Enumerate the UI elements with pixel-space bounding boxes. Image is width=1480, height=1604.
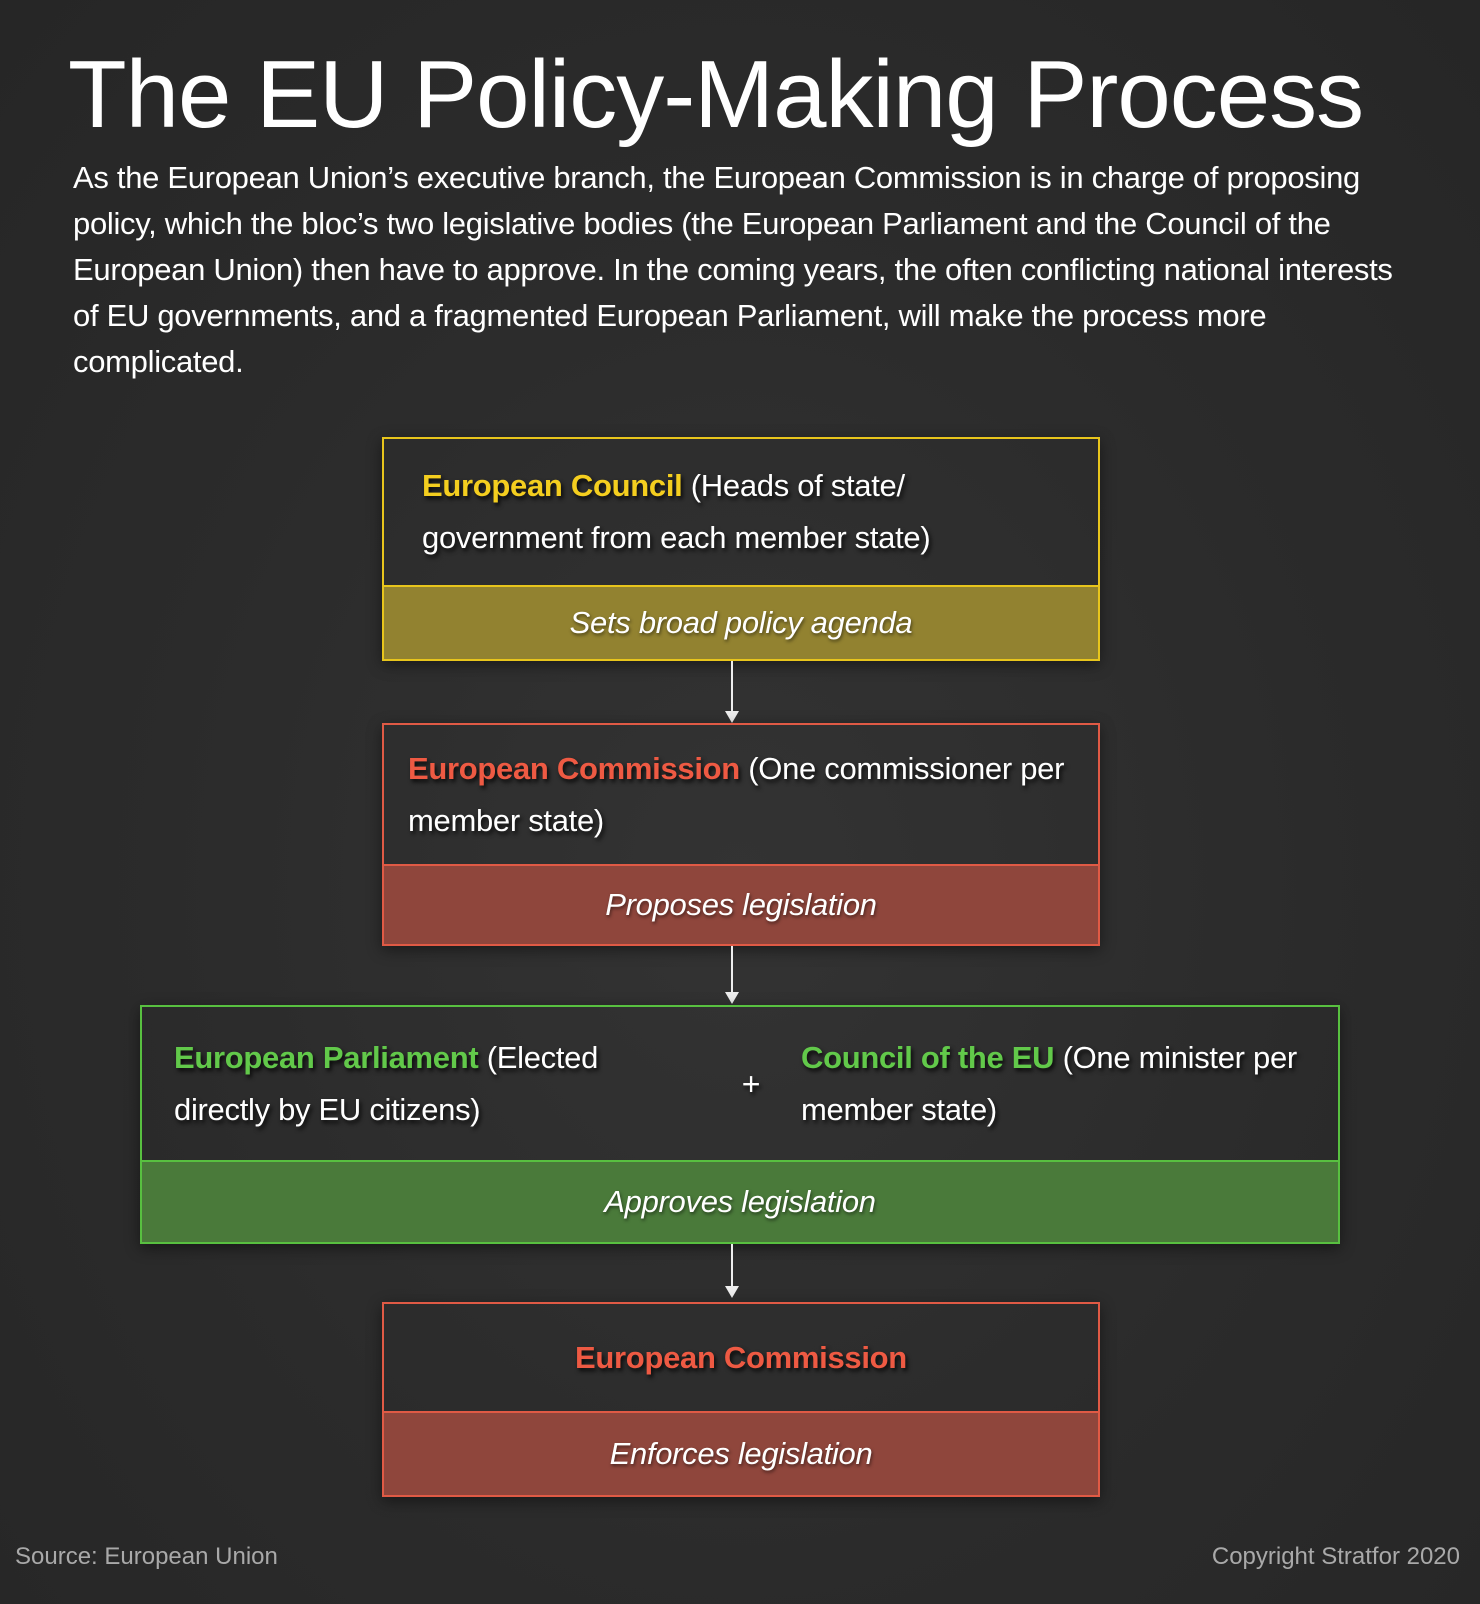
body-name: Council of the EU [801,1039,1055,1075]
arrow-down-icon [725,661,739,723]
role-label: Approves legislation [142,1160,1338,1242]
copyright: Copyright Stratfor 2020 [1211,1543,1460,1570]
arrow-down-icon [725,1244,739,1298]
body-name: European Commission [408,750,740,786]
box-header: European Council (Heads of state/ govern… [384,439,1098,585]
european-commission-enforce-box: European Commission Enforces legislation [382,1302,1100,1497]
european-council-box: European Council (Heads of state/ govern… [382,437,1100,661]
body-description: (Heads of state/ government from each me… [422,468,931,555]
box-header: European Parliament (Elected directly by… [142,1007,1338,1160]
role-label: Sets broad policy agenda [384,585,1098,659]
intro-paragraph: As the European Union’s executive branch… [73,160,1393,379]
body-description: (One minister per member state) [801,1039,1297,1127]
legislative-bodies-box: European Parliament (Elected directly by… [140,1005,1340,1244]
body-name: European Commission [575,1339,907,1375]
page-title: The EU Policy-Making Process [68,41,1364,148]
council-of-the-eu: Council of the EU (One minister per memb… [781,1032,1308,1136]
body-description: (Elected directly by EU citizens) [174,1039,599,1127]
european-commission-box: European Commission (One commissioner pe… [382,723,1100,946]
european-parliament: European Parliament (Elected directly by… [174,1032,721,1136]
box-header: European Commission [384,1304,1098,1411]
body-name: European Parliament [174,1039,479,1075]
box-header: European Commission (One commissioner pe… [384,725,1098,864]
body-description: (One commissioner per member state) [408,750,1065,838]
arrow-down-icon [725,946,739,1004]
source-credit: Source: European Union [15,1543,278,1570]
role-label: Proposes legislation [384,864,1098,944]
role-label: Enforces legislation [384,1411,1098,1495]
body-name: European Council [422,468,683,503]
plus-icon: + [741,1065,761,1102]
